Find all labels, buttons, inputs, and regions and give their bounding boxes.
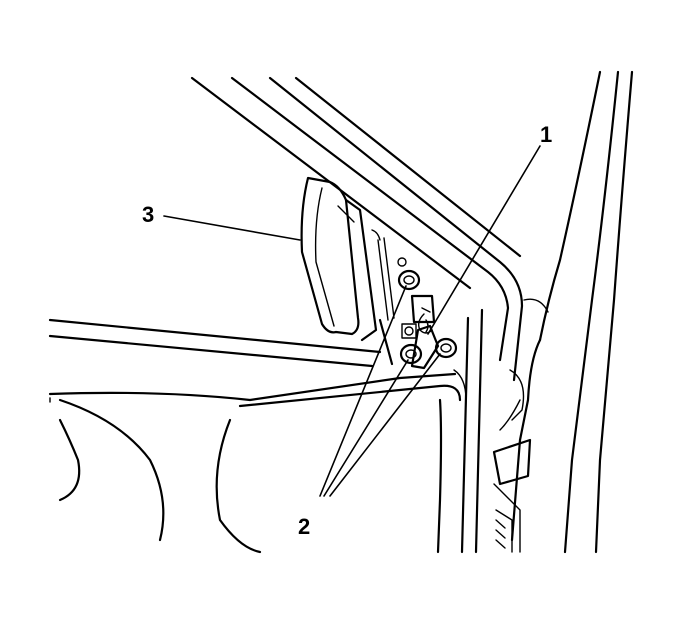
leader-lines	[163, 145, 541, 497]
leader-2a	[319, 285, 407, 497]
leader-3	[163, 215, 301, 241]
mounting-nut-upper	[397, 269, 421, 291]
door-belt-line	[48, 318, 462, 408]
callout-2: 2	[298, 514, 310, 539]
door-inner-edge	[453, 308, 484, 554]
door-latch-bracket	[492, 438, 532, 553]
mirror-housing	[300, 176, 378, 342]
callout-1: 1	[540, 122, 552, 147]
leader-1	[427, 145, 541, 335]
mounting-nut-lower-left	[399, 343, 423, 365]
callout-3: 3	[142, 202, 154, 227]
leader-2c	[329, 353, 441, 497]
leader-2b	[323, 359, 409, 497]
mirror-mount-sail	[371, 229, 407, 366]
door-frame-right	[499, 70, 634, 554]
door-trim-panel	[58, 398, 443, 554]
mounting-nut-lower-right	[434, 337, 458, 359]
mirror-bracket	[401, 294, 440, 370]
